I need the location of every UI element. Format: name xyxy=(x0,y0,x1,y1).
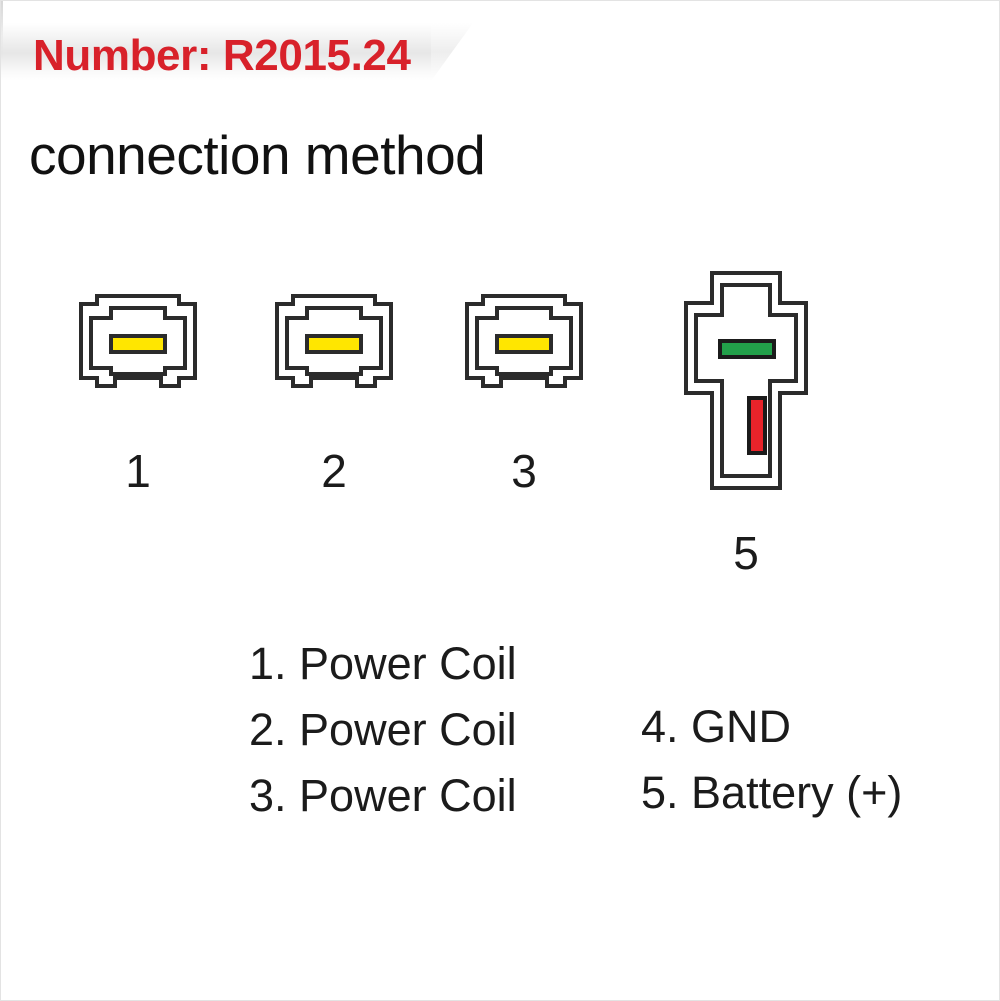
connector-3-label: 3 xyxy=(511,445,537,497)
connector-2-label: 2 xyxy=(321,445,347,497)
connector-5-inner-shell xyxy=(694,283,798,478)
legend-item-5: 5. Battery (+) xyxy=(641,767,903,818)
document-number: Number: R2015.24 xyxy=(33,31,411,80)
connector-2-graphic xyxy=(275,294,393,388)
connector-1-graphic xyxy=(79,294,197,388)
legend-item-2: 2. Power Coil xyxy=(249,704,517,755)
legend-left-column: 1. Power Coil 2. Power Coil 3. Power Coi… xyxy=(249,631,517,829)
title-banner-ribbon xyxy=(1,23,431,81)
legend-item-1: 1. Power Coil xyxy=(249,638,517,689)
connector-5-pin-red-battery xyxy=(747,396,767,455)
connector-5-graphic xyxy=(684,271,808,490)
page-title: connection method xyxy=(29,124,486,186)
title-banner-tail xyxy=(431,23,473,81)
legend-right-column: 4. GND 5. Battery (+) xyxy=(641,694,902,826)
connector-1-label: 1 xyxy=(125,445,151,497)
connector-2-pin-yellow xyxy=(305,334,363,354)
connector-5-pin-green-gnd xyxy=(718,339,776,359)
connector-1-pin-yellow xyxy=(109,334,167,354)
connector-5-label: 5 xyxy=(733,527,759,579)
legend-item-3: 3. Power Coil xyxy=(249,770,517,821)
legend-item-4: 4. GND xyxy=(641,701,792,752)
connector-3-graphic xyxy=(465,294,583,388)
connector-3-pin-yellow xyxy=(495,334,553,354)
